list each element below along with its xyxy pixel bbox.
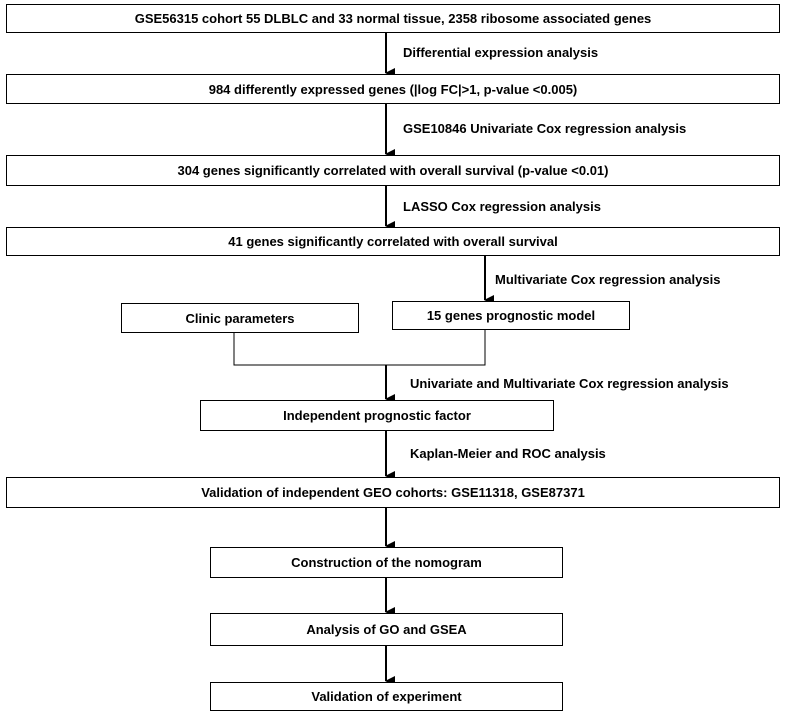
- dataset-box: GSE56315 cohort 55 DLBLC and 33 normal t…: [6, 4, 780, 33]
- edge-label-uni-multi: Univariate and Multivariate Cox regressi…: [410, 376, 729, 391]
- independent-box: Independent prognostic factor: [200, 400, 554, 431]
- edge-label-km-roc: Kaplan-Meier and ROC analysis: [410, 446, 606, 461]
- clinic-box: Clinic parameters: [121, 303, 359, 333]
- merge-bracket: [233, 330, 486, 366]
- univariate-genes-box: 304 genes significantly correlated with …: [6, 155, 780, 186]
- nomogram-box: Construction of the nomogram: [210, 547, 563, 578]
- validation-geo-box: Validation of independent GEO cohorts: G…: [6, 477, 780, 508]
- model-box: 15 genes prognostic model: [392, 301, 630, 330]
- experiment-box: Validation of experiment: [210, 682, 563, 711]
- edge-label-lasso: LASSO Cox regression analysis: [403, 199, 601, 214]
- lasso-genes-box: 41 genes significantly correlated with o…: [6, 227, 780, 256]
- go-gsea-box: Analysis of GO and GSEA: [210, 613, 563, 646]
- edge-label-univariate-cox: GSE10846 Univariate Cox regression analy…: [403, 121, 687, 136]
- deg-box: 984 differently expressed genes (|log FC…: [6, 74, 780, 104]
- edge-label-differential: Differential expression analysis: [403, 45, 599, 60]
- edge-label-multivariate: Multivariate Cox regression analysis: [495, 272, 721, 287]
